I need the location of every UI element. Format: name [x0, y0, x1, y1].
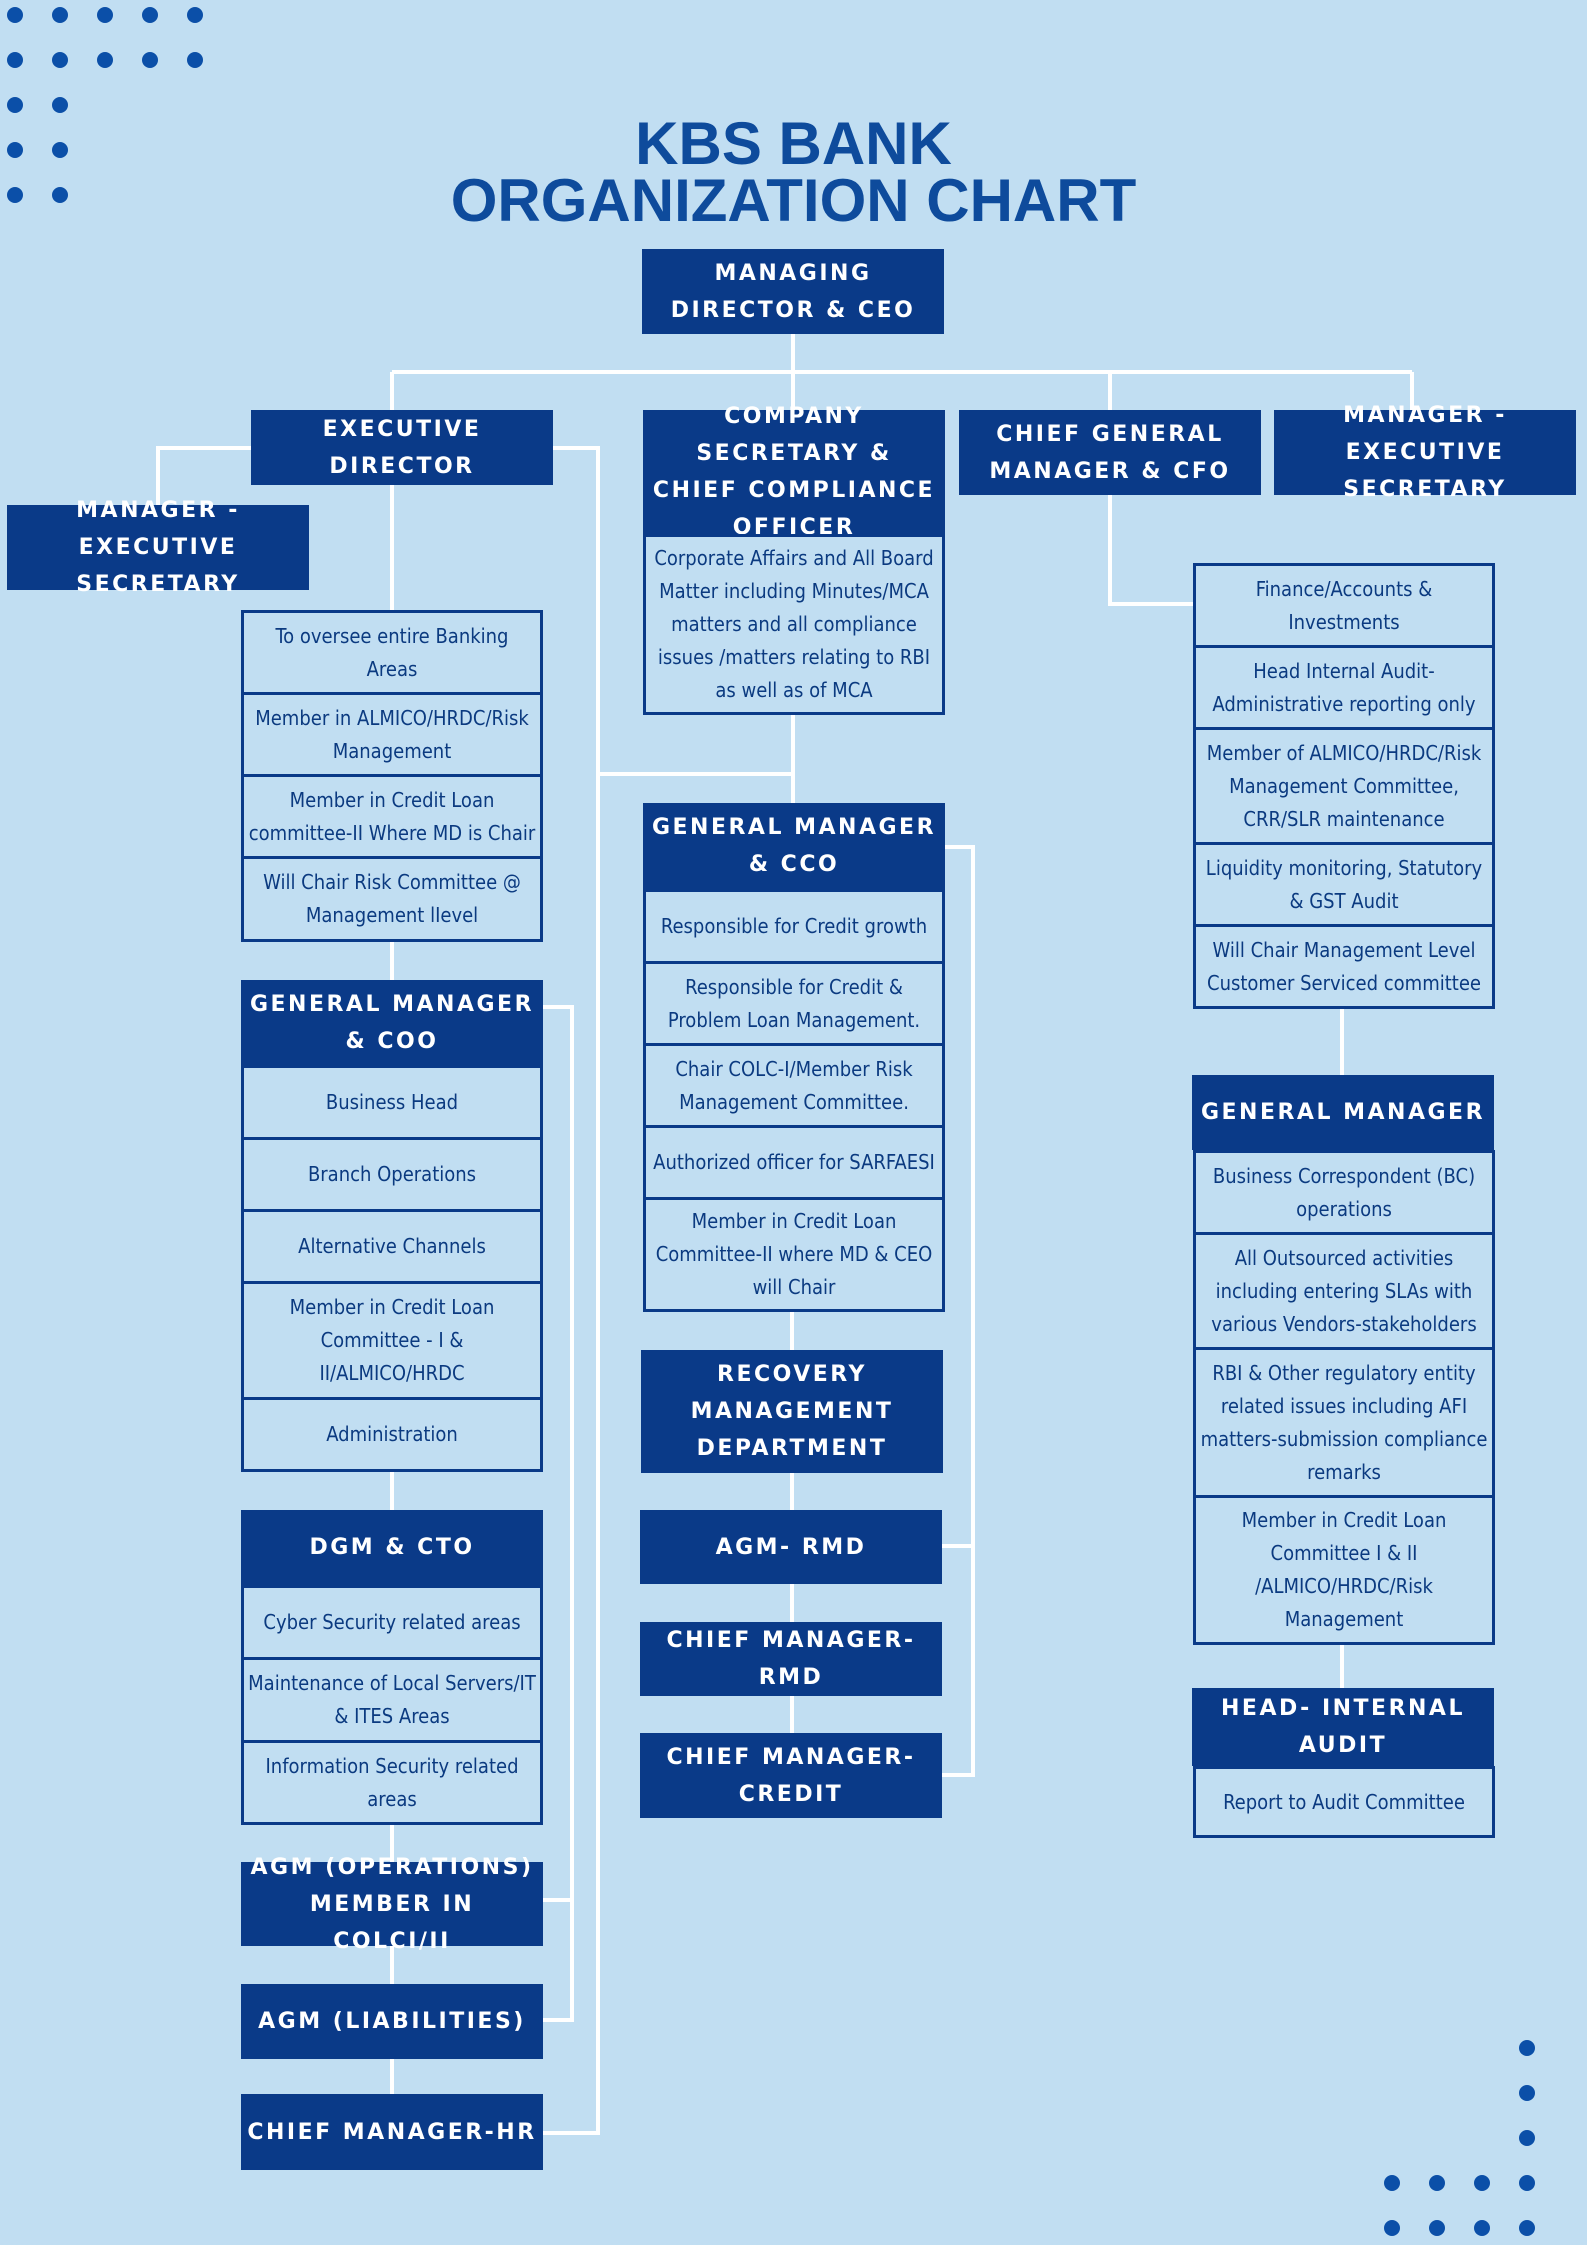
- dot: [52, 52, 68, 68]
- dot: [7, 52, 23, 68]
- cto-duty-1: Cyber Security related areas: [241, 1585, 543, 1660]
- dot: [187, 52, 203, 68]
- dot: [52, 187, 68, 203]
- dot: [52, 142, 68, 158]
- agm-rmd-box: AGM- RMD: [640, 1510, 942, 1584]
- dot: [1384, 2175, 1400, 2191]
- dot: [142, 52, 158, 68]
- gm-duty-3: RBI & Other regulatory entity related is…: [1193, 1347, 1495, 1498]
- ceo-box: MANAGING DIRECTOR & CEO: [642, 249, 944, 334]
- cco-duty-3: Chair COLC-I/Member Risk Management Comm…: [643, 1043, 945, 1128]
- coo-duty-3: Alternative Channels: [241, 1209, 543, 1284]
- ed-duty-1: To oversee entire Banking Areas: [241, 610, 543, 695]
- chief-manager-rmd-box: CHIEF MANAGER- RMD: [640, 1622, 942, 1696]
- chart-title-line1: KBS BANK: [635, 110, 952, 177]
- cfo-duty-3: Member of ALMICO/HRDC/Risk Management Co…: [1193, 727, 1495, 845]
- gm-duty-2: All Outsourced activities including ente…: [1193, 1232, 1495, 1350]
- dot: [1519, 2175, 1535, 2191]
- cfo-duty-1: Finance/Accounts & Investments: [1193, 563, 1495, 648]
- dot: [7, 7, 23, 23]
- cto-duty-3: Information Security related areas: [241, 1740, 543, 1825]
- coo-duty-4: Member in Credit Loan Committee - I & II…: [241, 1281, 543, 1400]
- dot: [1519, 2040, 1535, 2056]
- dot: [97, 52, 113, 68]
- gm-coo-box: GENERAL MANAGER & COO: [241, 980, 543, 1065]
- dot: [7, 97, 23, 113]
- chief-manager-hr-box: CHIEF MANAGER-HR: [241, 2094, 543, 2170]
- ed-duty-3: Member in Credit Loan committee-II Where…: [241, 774, 543, 859]
- dot: [52, 97, 68, 113]
- cfo-duty-4: Liquidity monitoring, Statutory & GST Au…: [1193, 842, 1495, 927]
- chart-title-line2: ORGANIZATION CHART: [450, 167, 1137, 234]
- dot: [7, 142, 23, 158]
- gm-cco-box: GENERAL MANAGER & CCO: [643, 803, 945, 889]
- dot: [1519, 2130, 1535, 2146]
- dot: [187, 7, 203, 23]
- ed-duty-4: Will Chair Risk Committee @ Management l…: [241, 856, 543, 942]
- cfo-duty-5: Will Chair Management Level Customer Ser…: [1193, 924, 1495, 1009]
- dgm-cto-box: DGM & CTO: [241, 1510, 543, 1585]
- gm-duty-4: Member in Credit Loan Committee I & II /…: [1193, 1495, 1495, 1645]
- cco-duty-1: Responsible for Credit growth: [643, 889, 945, 964]
- manager-executive-secretary-right-box: MANAGER - EXECUTIVE SECRETARY: [1274, 403, 1576, 502]
- cs-duties: Corporate Affairs and All Board Matter i…: [643, 534, 945, 715]
- dot: [7, 187, 23, 203]
- company-secretary-box: COMPANY SECRETARY & CHIEF COMPLIANCE OFF…: [643, 404, 945, 540]
- dot: [1384, 2220, 1400, 2236]
- dot: [52, 7, 68, 23]
- dot: [1429, 2175, 1445, 2191]
- dot: [1519, 2085, 1535, 2101]
- manager-executive-secretary-left-box: MANAGER - EXECUTIVE SECRETARY: [7, 498, 309, 597]
- cfo-duty-2: Head Internal Audit- Administrative repo…: [1193, 645, 1495, 730]
- dot: [1474, 2220, 1490, 2236]
- agm-liabilities-box: AGM (LIABILITIES): [241, 1984, 543, 2059]
- cco-duty-5: Member in Credit Loan Committee-II where…: [643, 1197, 945, 1312]
- dot: [1429, 2220, 1445, 2236]
- coo-duty-1: Business Head: [241, 1065, 543, 1140]
- dot: [97, 7, 113, 23]
- cco-duty-2: Responsible for Credit & Problem Loan Ma…: [643, 961, 945, 1046]
- recovery-management-box: RECOVERY MANAGEMENT DEPARTMENT: [641, 1350, 943, 1473]
- ed-duty-2: Member in ALMICO/HRDC/Risk Management: [241, 692, 543, 777]
- chief-manager-credit-box: CHIEF MANAGER- CREDIT: [640, 1733, 942, 1818]
- coo-duty-2: Branch Operations: [241, 1137, 543, 1212]
- cto-duty-2: Maintenance of Local Servers/IT & ITES A…: [241, 1657, 543, 1743]
- dot: [1519, 2220, 1535, 2236]
- general-manager-box: GENERAL MANAGER: [1192, 1075, 1494, 1150]
- executive-director-box: EXECUTIVE DIRECTOR: [251, 410, 553, 485]
- cco-duty-4: Authorized officer for SARFAESI: [643, 1125, 945, 1200]
- audit-duty-1: Report to Audit Committee: [1193, 1766, 1495, 1838]
- agm-operations-box: AGM (OPERATIONS) MEMBER IN COLCI/II: [241, 1855, 543, 1954]
- dot: [142, 7, 158, 23]
- coo-duty-5: Administration: [241, 1397, 543, 1472]
- cgm-cfo-box: CHIEF GENERAL MANAGER & CFO: [959, 410, 1261, 495]
- head-internal-audit-box: HEAD- INTERNAL AUDIT: [1192, 1688, 1494, 1766]
- gm-duty-1: Business Correspondent (BC) operations: [1193, 1150, 1495, 1235]
- dot: [1474, 2175, 1490, 2191]
